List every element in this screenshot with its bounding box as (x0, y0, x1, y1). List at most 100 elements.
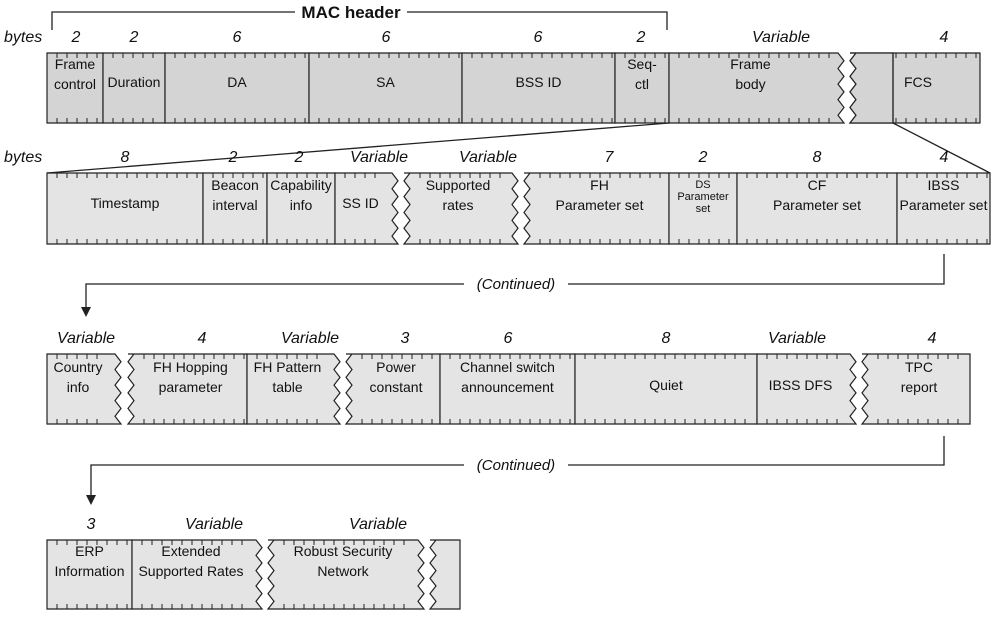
continued-arrowhead (81, 307, 91, 317)
field-ibss-dfs-size: Variable (768, 330, 826, 347)
field-robust-security-network-box (266, 539, 426, 610)
field-seq-ctl-label: ctl (635, 76, 649, 92)
field-supported-rates-label: rates (442, 197, 473, 213)
field-extended-supported-rates-box (131, 539, 264, 610)
field-ss-id-box (334, 172, 400, 245)
field-robust-security-network-size: Variable (349, 516, 407, 533)
field-tpc-report-size: 4 (928, 330, 937, 347)
field-robust-security-network-label: Network (317, 563, 369, 579)
continued-line-left (90, 464, 464, 497)
field-beacon-interval-label: interval (212, 197, 257, 213)
field-cf-parameter-set-label: Parameter set (773, 197, 861, 213)
field-tpc-report-box (860, 353, 971, 425)
field-frame-control-size: 2 (71, 29, 81, 46)
field-supported-rates-box (402, 172, 520, 245)
field-channel-switch-announcement-size: 6 (504, 330, 513, 347)
field-ibss-dfs-box (756, 353, 858, 425)
field-seq-ctl-size: 2 (636, 29, 646, 46)
field-capability-info-label: info (290, 197, 313, 213)
expand-line-right (892, 122, 991, 174)
field-fcs-label: FCS (904, 74, 932, 90)
field-da-label: DA (227, 74, 247, 90)
field-erp-information-label: Information (54, 563, 124, 579)
field-frame-body-box (668, 52, 846, 124)
field-fh-hopping-parameter-label: FH Hopping (153, 359, 228, 375)
field-ds-parameter-set-label: DS (695, 179, 710, 191)
continued-line-left (85, 283, 464, 309)
field-fh-parameter-set-box (522, 172, 670, 245)
field-fh-hopping-parameter-label: parameter (159, 379, 223, 395)
field-fh-pattern-table-size: Variable (281, 330, 339, 347)
field-ibss-parameter-set-label: Parameter set (900, 197, 988, 213)
field-bss-id-size: 6 (534, 29, 543, 46)
field-beacon-interval-size: 2 (228, 149, 238, 166)
continued-label: (Continued) (477, 276, 555, 293)
field-fh-parameter-set-label: Parameter set (556, 197, 644, 213)
field-country-info-size: Variable (57, 330, 115, 347)
field-capability-info-label: Capability (270, 177, 331, 193)
field-timestamp-size: 8 (121, 149, 130, 166)
field-country-info-label: Country (53, 359, 102, 375)
field-cf-parameter-set-size: 8 (813, 149, 822, 166)
field-boxes (46, 52, 991, 610)
field-tpc-report-label: report (901, 379, 938, 395)
field-ibss-parameter-set-box (896, 172, 991, 245)
bytes-label: bytes (4, 149, 42, 166)
expand-line-left (46, 122, 670, 174)
field-ibss-parameter-set-size: 4 (940, 149, 949, 166)
field-erp-information-size: 3 (87, 516, 96, 533)
field-fcs-size: 4 (940, 29, 949, 46)
field-ds-parameter-set-label: set (696, 203, 711, 215)
field-quiet-size: 8 (662, 330, 671, 347)
field-frame-body-label: Frame (730, 56, 771, 72)
field-ss-id-size: Variable (350, 149, 408, 166)
continued-arrowhead (86, 495, 96, 505)
field-channel-switch-announcement-label: announcement (461, 379, 554, 395)
field-fh-parameter-set-size: 7 (605, 149, 615, 166)
bytes-label: bytes (4, 29, 42, 46)
field-country-info-label: info (67, 379, 90, 395)
mac-header-bracket-right (407, 11, 668, 30)
continued-line-right (568, 436, 945, 466)
field-fh-pattern-table-label: table (272, 379, 303, 395)
field-country-info-box (46, 353, 123, 425)
field-frame-control-label: control (54, 76, 96, 92)
field-sa-size: 6 (382, 29, 391, 46)
continued-line-right (568, 254, 945, 285)
field-erp-information-label: ERP (75, 543, 104, 559)
field-ds-parameter-set-size: 2 (698, 149, 708, 166)
mac-header-bracket-left (51, 11, 295, 30)
field-power-constant-size: 3 (401, 330, 410, 347)
field-channel-switch-announcement-label: Channel switch (460, 359, 555, 375)
field-power-constant-label: constant (370, 379, 423, 395)
field-fh-hopping-parameter-size: 4 (198, 330, 207, 347)
field-supported-rates-size: Variable (459, 149, 517, 166)
field-extended-supported-rates-label: Supported Rates (138, 563, 243, 579)
field-power-constant-label: Power (376, 359, 416, 375)
field-quiet-label: Quiet (649, 377, 683, 393)
connector-lines (46, 11, 991, 505)
trailing-box (428, 539, 461, 610)
field-duration-label: Duration (108, 74, 161, 90)
field-bss-id-label: BSS ID (516, 74, 562, 90)
field-seq-ctl-label: Seq- (627, 56, 657, 72)
field-tpc-report-label: TPC (905, 359, 933, 375)
field-extended-supported-rates-size: Variable (185, 516, 243, 533)
field-extended-supported-rates-label: Extended (161, 543, 220, 559)
field-timestamp-label: Timestamp (91, 195, 160, 211)
gap-box (848, 52, 894, 124)
field-duration-size: 2 (129, 29, 139, 46)
field-cf-parameter-set-label: CF (808, 177, 827, 193)
field-capability-info-size: 2 (294, 149, 304, 166)
field-power-constant-box (344, 353, 441, 425)
field-frame-control-label: Frame (55, 56, 96, 72)
field-ibss-dfs-label: IBSS DFS (769, 377, 833, 393)
field-beacon-interval-label: Beacon (211, 177, 258, 193)
field-supported-rates-label: Supported (426, 177, 491, 193)
field-ss-id-label: SS ID (342, 195, 379, 211)
field-sa-label: SA (376, 74, 395, 90)
field-robust-security-network-label: Robust Security (294, 543, 393, 559)
field-ds-parameter-set-label: Parameter (677, 191, 729, 203)
